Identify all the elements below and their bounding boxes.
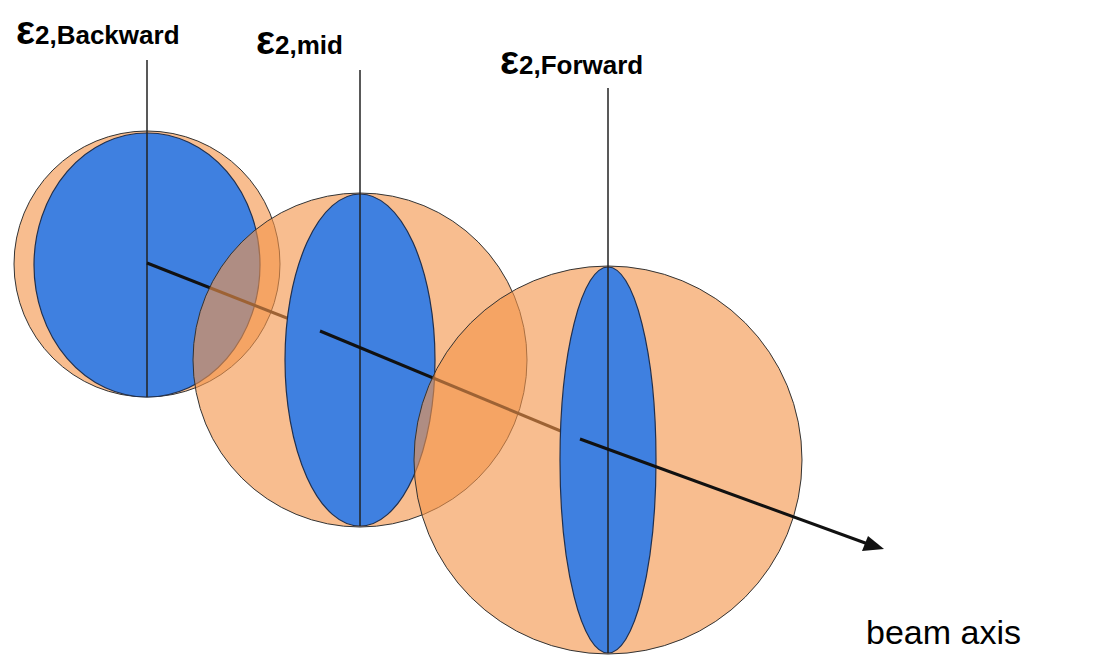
leader-line xyxy=(359,70,361,526)
beam-axis xyxy=(580,439,868,544)
eccentricity-label: ε2,Forward xyxy=(500,36,643,84)
leader-line xyxy=(607,88,609,653)
arrowhead xyxy=(862,536,884,551)
eccentricity-label: ε2,Backward xyxy=(16,6,180,54)
leader-line xyxy=(146,60,148,397)
eccentricity-label: ε2,mid xyxy=(256,16,343,64)
axis-label: beam axis xyxy=(866,612,1021,653)
